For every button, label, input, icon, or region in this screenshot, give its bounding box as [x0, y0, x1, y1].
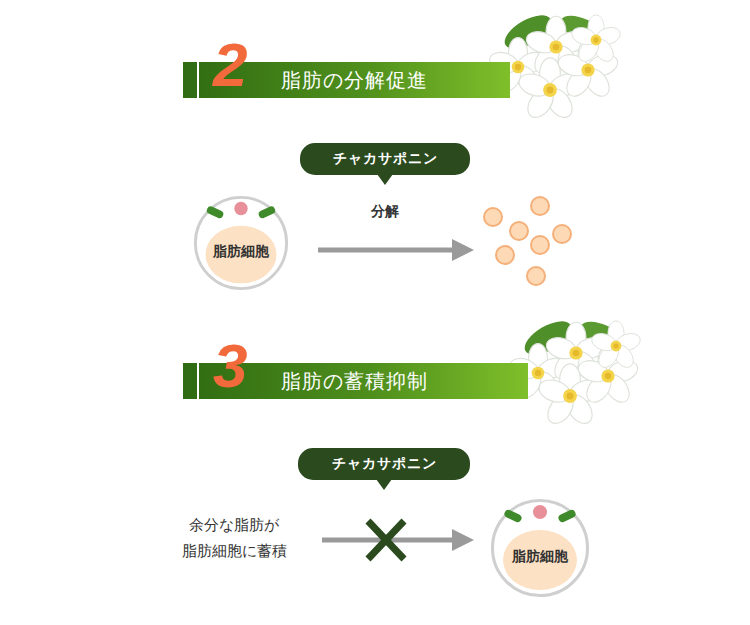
- callout-box: チャカサポニン: [300, 143, 470, 175]
- section-number: 3: [213, 335, 247, 397]
- callout-box: チャカサポニン: [298, 448, 470, 480]
- block-cross: [368, 521, 404, 559]
- note-text: 余分な脂肪が 脂肪細胞に蓄積: [164, 512, 304, 564]
- arrow-head: [452, 239, 474, 261]
- callout-pointer: [376, 479, 392, 490]
- callout-text: チャカサポニン: [333, 150, 438, 168]
- callout-pointer: [377, 174, 393, 185]
- header-band: 2脂肪の分解促進: [183, 62, 510, 98]
- cell-label: 脂肪細胞: [193, 243, 289, 261]
- band-divider: [197, 363, 199, 399]
- arrow-line: [318, 248, 455, 253]
- section-number: 2: [213, 34, 247, 96]
- section-title: 脂肪の蓄積抑制: [281, 369, 428, 393]
- arrow-head: [452, 529, 474, 551]
- fat-cell: 脂肪細胞: [193, 195, 289, 291]
- cell-label: 脂肪細胞: [490, 548, 590, 566]
- callout-text: チャカサポニン: [332, 455, 437, 473]
- fat-droplets: [484, 197, 571, 285]
- band-divider: [197, 62, 199, 98]
- fat-cell: 脂肪細胞: [490, 498, 590, 598]
- arrow-label: 分解: [365, 198, 405, 224]
- section-title: 脂肪の分解促進: [281, 68, 428, 92]
- header-band: 3脂肪の蓄積抑制: [183, 363, 528, 399]
